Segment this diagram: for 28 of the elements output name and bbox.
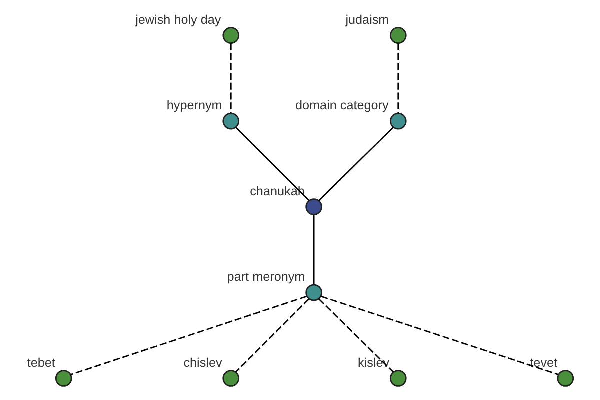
node-circle	[306, 198, 322, 216]
connector	[398, 43, 400, 114]
connector	[235, 298, 310, 373]
node-label: jewish holy day	[136, 12, 222, 27]
node-circle	[390, 370, 407, 387]
connector	[318, 298, 394, 373]
node-circle	[222, 112, 240, 130]
node-label: judaism	[346, 12, 390, 27]
node-circle	[557, 370, 574, 387]
node-circle	[390, 112, 407, 130]
connector	[236, 127, 310, 202]
node-label: kislev	[358, 356, 390, 370]
connector	[230, 43, 232, 114]
node-label: part meronym	[227, 270, 306, 284]
node-label: tevet	[530, 356, 558, 370]
node-circle	[222, 370, 240, 387]
node-circle	[306, 284, 322, 302]
connector	[321, 296, 559, 376]
node-label: chislev	[184, 356, 222, 370]
node-circle	[390, 27, 407, 44]
node-circle	[55, 370, 72, 387]
node-label: domain category	[295, 98, 389, 113]
node-circle	[222, 27, 240, 44]
node-label: tebet	[27, 356, 56, 370]
node-label: hypernym	[166, 98, 222, 113]
connector	[318, 127, 394, 202]
connector	[70, 296, 308, 376]
connector	[313, 214, 315, 285]
